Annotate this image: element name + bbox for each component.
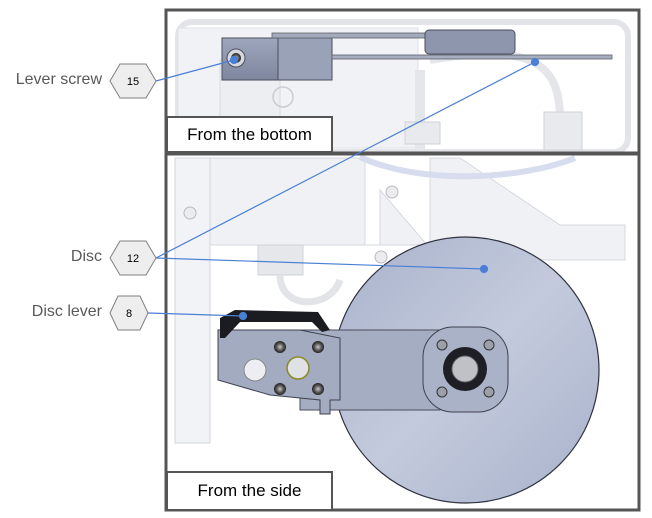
lever-body bbox=[217, 329, 341, 415]
callout-hex-12: 12 bbox=[109, 240, 157, 276]
leader-dot-disc-bottom bbox=[530, 57, 540, 67]
disc-edge bbox=[331, 54, 613, 60]
fitting-nut-left bbox=[404, 121, 441, 145]
pivot-pin bbox=[243, 358, 267, 382]
fitting-nut-side bbox=[257, 244, 304, 276]
tube-loop bbox=[276, 274, 344, 306]
lever-bolt bbox=[274, 383, 286, 395]
disc-lever bbox=[220, 310, 330, 338]
hub-bolt bbox=[436, 386, 448, 398]
side-view-frame bbox=[164, 152, 641, 512]
side-plate bbox=[174, 157, 211, 444]
tube-side bbox=[358, 154, 577, 180]
bracket-screw bbox=[374, 250, 388, 264]
caption-bottom-view: From the bottom bbox=[166, 116, 333, 153]
callout-number: 12 bbox=[127, 253, 139, 265]
callout-label-lever-screw: Lever screw bbox=[15, 71, 102, 88]
leader-dot-disc-side bbox=[479, 264, 489, 274]
leader-dot-lever-screw bbox=[229, 55, 239, 65]
housing-screw bbox=[272, 86, 294, 108]
callout-hex-15: 15 bbox=[109, 63, 157, 99]
hub-bolt bbox=[483, 386, 495, 398]
callout-label-disc: Disc bbox=[70, 248, 102, 265]
callout-label-disc-lever: Disc lever bbox=[31, 303, 102, 320]
callout-number: 15 bbox=[127, 76, 139, 88]
lever-bolt bbox=[274, 341, 286, 353]
leader-disc-lever bbox=[147, 312, 244, 317]
leader-disc-side bbox=[155, 257, 485, 270]
lever-bolt bbox=[312, 341, 324, 353]
caption-side-view: From the side bbox=[166, 471, 333, 511]
leader-lever-screw bbox=[155, 59, 235, 82]
callout-hex-8: 8 bbox=[109, 295, 149, 331]
hub-screw bbox=[451, 355, 479, 383]
lever-block-end bbox=[277, 37, 333, 81]
hex-badge bbox=[109, 63, 157, 99]
fitting-nut bbox=[543, 111, 583, 151]
leader-lines bbox=[147, 55, 540, 321]
side-view bbox=[164, 152, 641, 512]
callout-number: 8 bbox=[126, 308, 132, 320]
hub-bolt bbox=[483, 339, 495, 351]
bracket-screw bbox=[385, 185, 399, 199]
hex-badge bbox=[109, 240, 157, 276]
pivot-bolt bbox=[286, 356, 310, 380]
bearing-hub bbox=[424, 29, 516, 55]
hex-badge bbox=[109, 295, 149, 331]
leader-dot-disc-lever bbox=[238, 311, 248, 321]
bracket-screw bbox=[183, 206, 197, 220]
hub-bolt bbox=[436, 339, 448, 351]
lever-bolt bbox=[312, 383, 324, 395]
leader-disc-bottom bbox=[155, 61, 536, 259]
